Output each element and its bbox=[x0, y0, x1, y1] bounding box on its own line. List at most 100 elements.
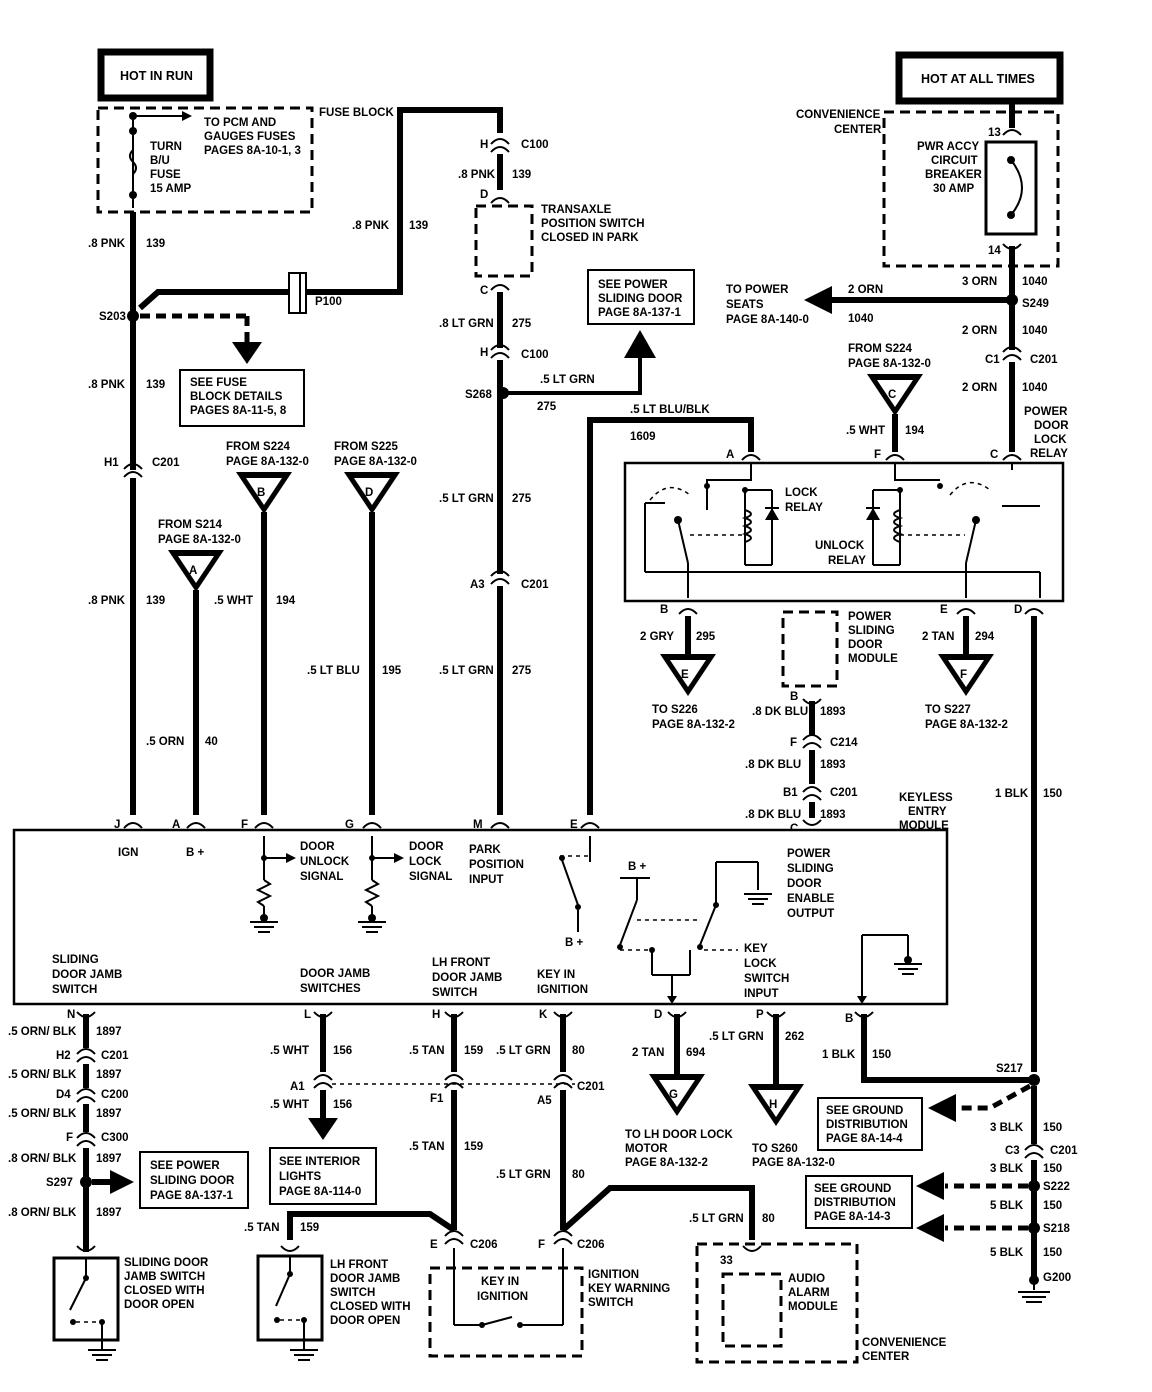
svg-text:139: 139 bbox=[146, 379, 165, 391]
power-seats-branch: TO POWER SEATS PAGE 8A-140-0 2 ORN 1040 bbox=[726, 284, 1008, 326]
svg-text:5 BLK: 5 BLK bbox=[990, 1200, 1024, 1212]
svg-text:LIGHTS: LIGHTS bbox=[279, 1171, 321, 1183]
svg-text:.5 LT BLU/BLK: .5 LT BLU/BLK bbox=[630, 404, 710, 416]
door-jamb-switches-chain: L .5 WHT 156 A1 .5 WHT 156 SEE INTERIOR … bbox=[269, 1009, 575, 1205]
svg-text:SEE POWER: SEE POWER bbox=[598, 279, 668, 291]
s268-branch: .5 LT GRN 275 SEE POWER SLIDING DOOR PAG… bbox=[506, 269, 695, 413]
svg-text:SIGNAL: SIGNAL bbox=[300, 871, 343, 883]
fuse-name-2: B/U bbox=[150, 155, 170, 167]
svg-text:D4: D4 bbox=[56, 1089, 71, 1101]
svg-text:K: K bbox=[539, 1009, 548, 1021]
svg-text:SEE INTERIOR: SEE INTERIOR bbox=[279, 1156, 361, 1168]
relay-ground-wire: D 1 BLK 150 bbox=[995, 604, 1062, 1072]
feed-d: FROM S225 PAGE 8A-132-0 D .5 LT BLU 195 bbox=[307, 441, 417, 815]
svg-text:.8 PNK: .8 PNK bbox=[88, 379, 126, 391]
svg-text:.8 ORN/ BLK: .8 ORN/ BLK bbox=[8, 1207, 77, 1219]
svg-text:KEY IN: KEY IN bbox=[481, 1276, 519, 1288]
svg-text:SWITCHES: SWITCHES bbox=[300, 983, 361, 995]
svg-text:194: 194 bbox=[276, 595, 296, 607]
svg-text:14: 14 bbox=[988, 245, 1001, 257]
svg-text:B: B bbox=[660, 604, 668, 616]
svg-text:B +: B + bbox=[628, 861, 647, 873]
svg-text:C201: C201 bbox=[1050, 1145, 1078, 1157]
s217-label: S217 bbox=[996, 1063, 1023, 1075]
svg-text:FROM S224: FROM S224 bbox=[226, 441, 291, 453]
svg-text:DISTRIBUTION: DISTRIBUTION bbox=[826, 1119, 908, 1131]
svg-text:DOOR JAMB: DOOR JAMB bbox=[52, 969, 122, 981]
svg-text:RELAY: RELAY bbox=[828, 555, 866, 567]
s203-label: S203 bbox=[99, 311, 126, 323]
svg-text:DOOR OPEN: DOOR OPEN bbox=[330, 1315, 400, 1327]
svg-text:.5 TAN: .5 TAN bbox=[244, 1222, 280, 1234]
svg-text:PARK: PARK bbox=[469, 844, 501, 856]
svg-text:139: 139 bbox=[512, 169, 531, 181]
svg-text:150: 150 bbox=[1043, 1200, 1062, 1212]
key-in-ignition-chain: K .5 LT GRN 80 C201 A5 .5 LT GRN 80 .5 L… bbox=[428, 1009, 775, 1358]
svg-text:DOOR: DOOR bbox=[409, 841, 444, 853]
svg-text:3 BLK: 3 BLK bbox=[990, 1122, 1024, 1134]
svg-text:H2: H2 bbox=[56, 1050, 71, 1062]
svg-text:SLIDING: SLIDING bbox=[787, 863, 834, 875]
to-pcm-line1: TO PCM AND bbox=[204, 117, 276, 129]
svg-text:.5 LT GRN: .5 LT GRN bbox=[689, 1213, 744, 1225]
svg-text:KEY IN: KEY IN bbox=[537, 969, 575, 981]
svg-text:.5 ORN: .5 ORN bbox=[146, 736, 184, 748]
svg-text:.5 ORN/ BLK: .5 ORN/ BLK bbox=[8, 1108, 77, 1120]
hot-in-run-label: HOT IN RUN bbox=[120, 69, 193, 83]
svg-text:C206: C206 bbox=[470, 1239, 498, 1251]
svg-text:P: P bbox=[756, 1009, 764, 1021]
feed-b: FROM S224 PAGE 8A-132-0 B .5 WHT 194 bbox=[214, 441, 309, 815]
svg-text:194: 194 bbox=[905, 425, 925, 437]
svg-text:ENTRY: ENTRY bbox=[908, 806, 947, 818]
svg-text:.5 LT BLU: .5 LT BLU bbox=[307, 665, 360, 677]
svg-text:A: A bbox=[726, 449, 734, 461]
ground-return: B 1 BLK 150 S217 SEE GROUND DISTRIBUTION… bbox=[805, 1011, 1078, 1303]
svg-text:C201: C201 bbox=[521, 579, 549, 591]
svg-text:C206: C206 bbox=[577, 1239, 605, 1251]
svg-text:IGNITION: IGNITION bbox=[588, 1269, 639, 1281]
lh-front-jamb-chain: H .5 TAN 159 F1 .5 TAN 159 .5 TAN 159 E … bbox=[244, 1009, 498, 1361]
svg-text:DOOR: DOOR bbox=[300, 841, 335, 853]
svg-text:139: 139 bbox=[409, 220, 428, 232]
svg-text:PAGE 8A-132-0: PAGE 8A-132-0 bbox=[158, 534, 241, 546]
svg-text:CONVENIENCE: CONVENIENCE bbox=[796, 109, 881, 121]
svg-text:MODULE: MODULE bbox=[788, 1301, 838, 1313]
svg-text:LOCK: LOCK bbox=[744, 958, 777, 970]
svg-text:TRANSAXLE: TRANSAXLE bbox=[541, 204, 612, 216]
svg-text:A5: A5 bbox=[537, 1095, 552, 1107]
svg-text:F: F bbox=[874, 449, 881, 461]
svg-text:INPUT: INPUT bbox=[744, 988, 779, 1000]
svg-text:.5 ORN/ BLK: .5 ORN/ BLK bbox=[8, 1069, 77, 1081]
lh-door-lock-motor-output: D 2 TAN 694 G TO LH DOOR LOCK MOTOR PAGE… bbox=[625, 1009, 733, 1169]
svg-text:ENABLE: ENABLE bbox=[787, 893, 835, 905]
svg-text:SWITCH: SWITCH bbox=[432, 987, 477, 999]
fuse-block-label: FUSE BLOCK bbox=[319, 107, 394, 119]
svg-text:SLIDING DOOR: SLIDING DOOR bbox=[598, 293, 683, 305]
svg-text:IGN: IGN bbox=[118, 847, 138, 859]
hot-at-all-times-label: HOT AT ALL TIMES bbox=[921, 72, 1035, 86]
svg-text:.5 WHT: .5 WHT bbox=[214, 595, 253, 607]
sliding-door-jamb-chain: N .5 ORN/ BLK 1897 H2 C201 .5 ORN/ BLK 1… bbox=[8, 1009, 249, 1361]
svg-text:159: 159 bbox=[464, 1045, 483, 1057]
svg-text:.5 LT GRN: .5 LT GRN bbox=[496, 1045, 551, 1057]
svg-text:SEE GROUND: SEE GROUND bbox=[826, 1105, 903, 1117]
svg-text:30 AMP: 30 AMP bbox=[933, 183, 974, 195]
svg-text:RELAY: RELAY bbox=[1030, 448, 1068, 460]
svg-text:295: 295 bbox=[696, 631, 716, 643]
svg-text:.5 LT GRN: .5 LT GRN bbox=[496, 1169, 551, 1181]
svg-text:L: L bbox=[304, 1009, 311, 1021]
svg-text:OUTPUT: OUTPUT bbox=[787, 908, 834, 920]
svg-text:80: 80 bbox=[572, 1169, 585, 1181]
svg-text:1897: 1897 bbox=[96, 1069, 122, 1081]
svg-text:275: 275 bbox=[512, 665, 532, 677]
svg-text:150: 150 bbox=[1043, 1247, 1062, 1259]
svg-text:C: C bbox=[480, 285, 488, 297]
svg-text:F1: F1 bbox=[430, 1093, 444, 1105]
svg-text:LOCK: LOCK bbox=[785, 487, 818, 499]
svg-text:JAMB SWITCH: JAMB SWITCH bbox=[124, 1271, 205, 1283]
svg-text:C3: C3 bbox=[1005, 1145, 1020, 1157]
svg-text:PAGE 8A-132-2: PAGE 8A-132-2 bbox=[925, 719, 1008, 731]
svg-text:LOCK: LOCK bbox=[409, 856, 442, 868]
svg-text:POWER: POWER bbox=[1024, 406, 1068, 418]
svg-text:.5 LT GRN: .5 LT GRN bbox=[439, 493, 494, 505]
